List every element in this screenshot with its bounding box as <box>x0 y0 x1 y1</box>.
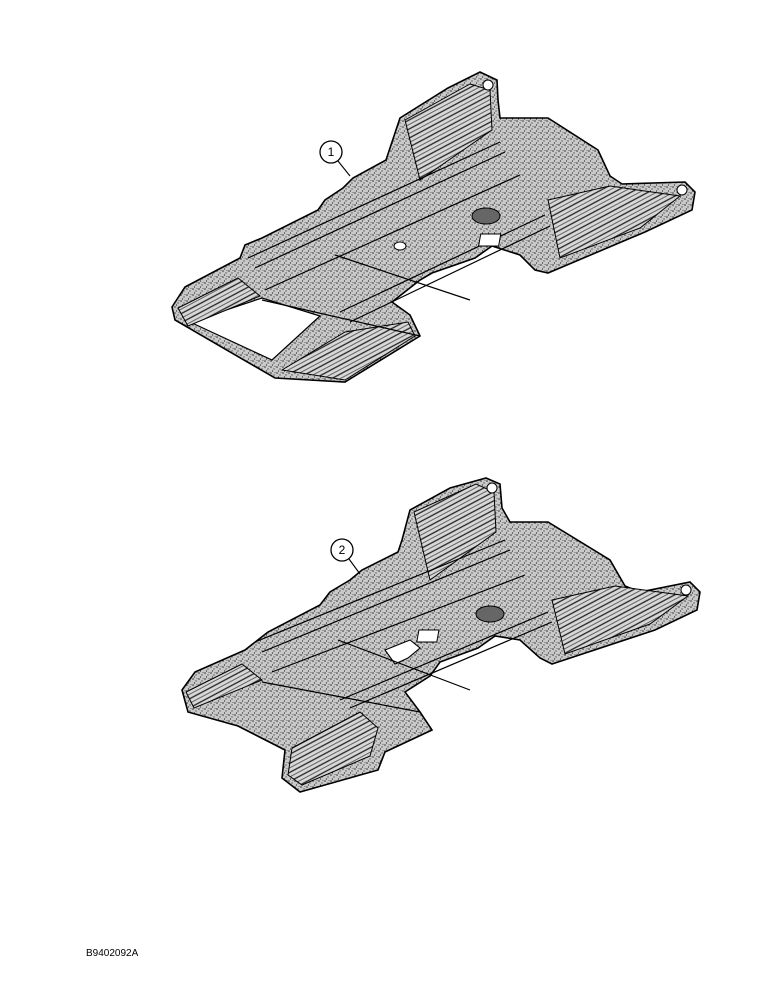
callout-1: 1 <box>319 140 351 177</box>
floor-mat-1-opening <box>188 297 322 361</box>
floor-mat-1-mount-hole-rear <box>482 79 494 91</box>
callout-2: 2 <box>330 538 361 575</box>
floor-mat-1-small-hole <box>393 241 407 251</box>
floor-mat-1-outline <box>171 71 696 383</box>
floor-mat-2-rib-front-left <box>185 663 263 709</box>
callout-1-label: 1 <box>328 145 335 159</box>
floor-mat-1-mount-hole-right <box>676 184 688 196</box>
floor-mat-2-channels <box>254 539 553 713</box>
floor-mat-2-outline <box>181 477 701 793</box>
floor-mat-1-channels <box>247 141 551 337</box>
floor-mat-1-hole <box>471 207 501 225</box>
floor-mat-1: 1 <box>171 71 696 383</box>
floor-mat-1-square-cutout <box>478 233 502 247</box>
floor-mat-2: 2 <box>181 477 701 793</box>
floor-mat-2-rib-right-wing <box>551 585 690 655</box>
floor-mat-1-rib-rear <box>404 83 493 181</box>
floor-mat-2-center-cutout <box>384 639 421 665</box>
floor-mat-2-rib-front-tongue <box>287 711 379 786</box>
floor-mat-1-rib-right-wing <box>547 185 682 259</box>
floor-mat-1-rib-front-left <box>177 277 261 327</box>
floor-mat-1-rib-front-right <box>280 321 416 381</box>
floor-mat-2-mount-hole-right <box>680 584 692 596</box>
floor-mat-2-hole <box>475 605 505 623</box>
floor-mat-2-square-cutout <box>416 629 440 643</box>
figure-code: B9402092A <box>86 948 139 959</box>
floor-mat-2-rib-rear <box>413 483 497 581</box>
floor-mat-2-mount-hole-rear <box>486 482 498 494</box>
callout-2-label: 2 <box>339 543 346 557</box>
